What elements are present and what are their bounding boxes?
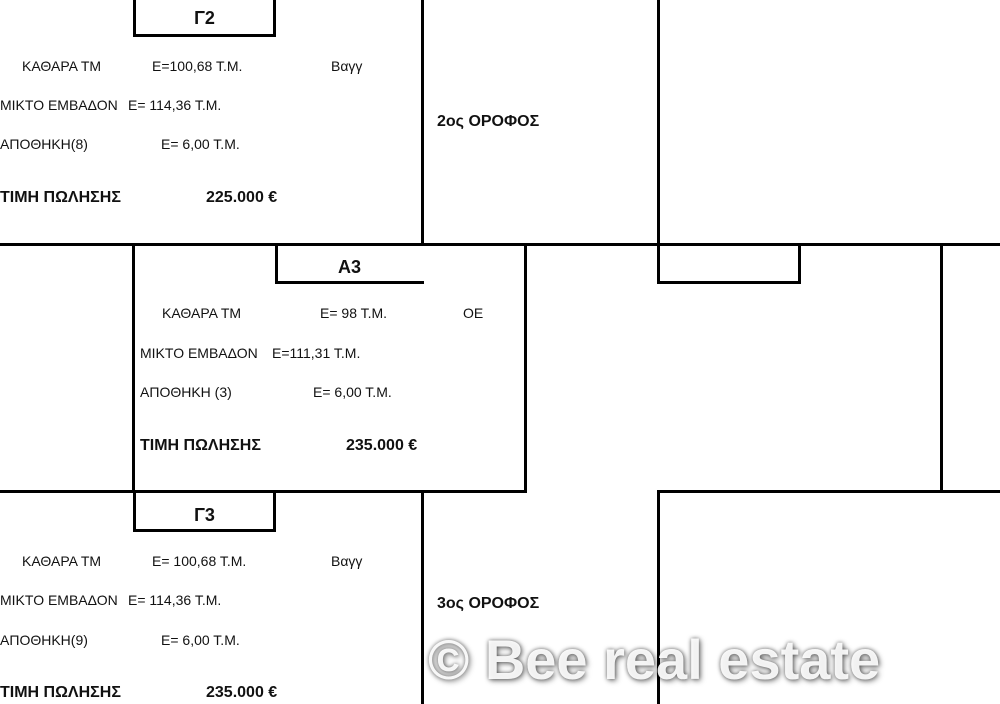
wall	[133, 529, 276, 532]
wall	[421, 0, 424, 246]
net-area-label: ΚΑΘΑΡΑ ΤΜ	[22, 58, 102, 74]
storage-label: ΑΠΟΘΗΚΗ(9)	[0, 632, 88, 648]
orientation: Βαγγ	[331, 553, 363, 569]
unit-label: Γ2	[194, 8, 215, 28]
floor-label: 3ος ΟΡΟΦΟΣ	[437, 595, 540, 612]
price: 225.000 €	[206, 189, 278, 206]
floor-label: 2ος ΟΡΟΦΟΣ	[437, 113, 540, 130]
net-area-label: ΚΑΘΑΡΑ ΤΜ	[162, 305, 242, 321]
gross-area: Ε= 114,36 Τ.Μ.	[128, 592, 222, 608]
wall	[657, 243, 660, 284]
net-area: Ε= 98 Τ.Μ.	[320, 305, 388, 321]
gross-area: Ε= 114,36 Τ.Μ.	[128, 97, 222, 113]
storage-label: ΑΠΟΘΗΚΗ (3)	[140, 384, 232, 400]
price-label: ΤΙΜΗ ΠΩΛΗΣΗΣ	[140, 437, 261, 454]
storage-area: Ε= 6,00 Τ.Μ.	[161, 136, 240, 152]
wall	[275, 243, 278, 284]
wall	[0, 490, 527, 493]
gross-area-label: ΜΙΚΤΟ ΕΜΒΑΔΟΝ	[0, 97, 118, 113]
orientation: ΟΕ	[463, 305, 484, 321]
wall	[275, 281, 424, 284]
wall	[0, 243, 1000, 246]
gross-area-label: ΜΙΚΤΟ ΕΜΒΑΔΟΝ	[0, 592, 118, 608]
wall	[133, 34, 276, 37]
wall	[798, 243, 801, 284]
wall	[657, 490, 660, 704]
wall	[524, 243, 527, 493]
net-area: Ε=100,68 Τ.Μ.	[152, 58, 243, 74]
price: 235.000 €	[206, 684, 278, 701]
price: 235.000 €	[346, 437, 418, 454]
net-area-label: ΚΑΘΑΡΑ ΤΜ	[22, 553, 102, 569]
wall	[133, 0, 136, 37]
unit-label: Γ3	[194, 505, 215, 525]
wall	[657, 281, 801, 284]
wall	[657, 490, 1000, 493]
unit-label: Α3	[337, 257, 361, 277]
storage-area: Ε= 6,00 Τ.Μ.	[161, 632, 240, 648]
orientation: Βαγγ	[331, 58, 363, 74]
wall	[132, 243, 135, 493]
gross-area: Ε=111,31 Τ.Μ.	[272, 345, 361, 361]
wall	[657, 0, 660, 246]
storage-area: Ε= 6,00 Τ.Μ.	[313, 384, 392, 400]
wall	[273, 490, 276, 532]
wall	[133, 490, 136, 532]
wall	[940, 243, 943, 493]
wall	[421, 490, 424, 704]
gross-area-label: ΜΙΚΤΟ ΕΜΒΑΔΟΝ	[140, 345, 258, 361]
price-label: ΤΙΜΗ ΠΩΛΗΣΗΣ	[0, 189, 121, 206]
storage-label: ΑΠΟΘΗΚΗ(8)	[0, 136, 88, 152]
wall	[273, 0, 276, 37]
net-area: Ε= 100,68 Τ.Μ.	[152, 553, 247, 569]
watermark: © Bee real estate	[428, 628, 881, 691]
price-label: ΤΙΜΗ ΠΩΛΗΣΗΣ	[0, 684, 121, 701]
